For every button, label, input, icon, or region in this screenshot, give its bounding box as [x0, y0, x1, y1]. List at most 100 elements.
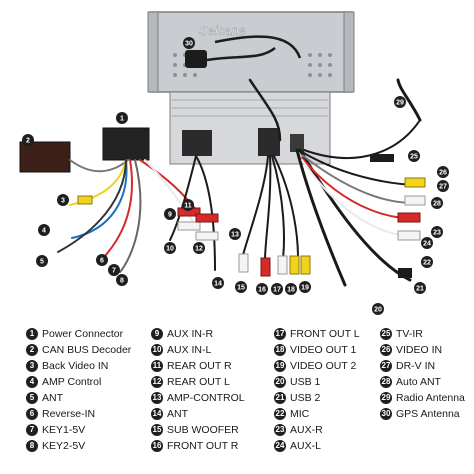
legend-number: 11: [151, 359, 163, 372]
callout-25: 25: [408, 150, 420, 162]
svg-text:5: 5: [40, 259, 44, 266]
legend-number: 14: [151, 407, 163, 420]
callout-13: 13: [229, 228, 241, 240]
callout-12: 12: [193, 242, 205, 254]
svg-text:6: 6: [100, 258, 104, 265]
legend-number: 10: [151, 343, 163, 356]
svg-text:18: 18: [287, 287, 295, 294]
legend-number: 16: [151, 439, 163, 452]
callout-27: 27: [437, 180, 449, 192]
callout-24: 24: [421, 237, 433, 249]
callout-markers: 1 2 3 4 5 6 7 8 9 10 11 12 13 14 15 16 1…: [22, 37, 449, 315]
legend-number: 29: [380, 391, 392, 404]
legend-item: 21 USB 2: [274, 390, 320, 405]
svg-text:4: 4: [42, 228, 46, 235]
legend-label: AUX IN-R: [167, 327, 214, 340]
legend-number: 12: [151, 375, 163, 388]
svg-text:24: 24: [423, 241, 431, 248]
legend-label: AMP Control: [42, 375, 102, 388]
callout-19: 19: [299, 281, 311, 293]
legend-number: 19: [274, 359, 286, 372]
callout-1: 1: [116, 112, 128, 124]
svg-text:2: 2: [26, 138, 30, 145]
legend-number: 2: [26, 343, 38, 356]
legend-number: 9: [151, 327, 163, 340]
legend-number: 3: [26, 359, 38, 372]
svg-text:16: 16: [258, 287, 266, 294]
callout-11: 11: [182, 199, 194, 211]
legend-number: 23: [274, 423, 286, 436]
legend-label: FRONT OUT L: [290, 327, 360, 340]
legend-label: Reverse-IN: [42, 407, 96, 420]
callout-4: 4: [38, 224, 50, 236]
legend-number: 28: [380, 375, 392, 388]
head-unit: Seicane: [147, 11, 355, 165]
legend-label: GPS Antenna: [396, 407, 460, 420]
svg-text:20: 20: [374, 307, 382, 314]
svg-text:25: 25: [410, 154, 418, 161]
legend-label: CAN BUS Decoder: [42, 343, 132, 356]
svg-text:21: 21: [416, 286, 424, 293]
callout-16: 16: [256, 283, 268, 295]
callout-10: 10: [164, 242, 176, 254]
legend-item: 7 KEY1-5V: [26, 422, 85, 437]
callout-15: 15: [235, 281, 247, 293]
legend-number: 8: [26, 439, 38, 452]
legend-number: 5: [26, 391, 38, 404]
callout-30: 30: [183, 37, 195, 49]
legend-label: VIDEO OUT 2: [290, 359, 357, 372]
power-connector: [102, 127, 150, 161]
legend-label: USB 2: [290, 391, 321, 404]
svg-text:7: 7: [112, 268, 116, 275]
legend-item: 30 GPS Antenna: [380, 406, 460, 421]
callout-8: 8: [116, 274, 128, 286]
legend-label: KEY2-5V: [42, 439, 86, 452]
legend-label: KEY1-5V: [42, 423, 86, 436]
legend-number: 30: [380, 407, 392, 420]
legend-item: 5 ANT: [26, 390, 63, 405]
legend-label: VIDEO IN: [396, 343, 443, 356]
gps-antenna-puck: [185, 35, 302, 68]
legend-item: 14 ANT: [151, 406, 188, 421]
svg-text:10: 10: [166, 246, 174, 253]
legend-label: REAR OUT L: [167, 375, 230, 388]
svg-text:26: 26: [439, 170, 447, 177]
legend-number: 21: [274, 391, 286, 404]
legend-label: ANT: [42, 391, 63, 404]
svg-text:3: 3: [61, 198, 65, 205]
svg-text:9: 9: [168, 212, 172, 219]
legend-number: 20: [274, 375, 286, 388]
svg-text:22: 22: [423, 260, 431, 267]
svg-text:19: 19: [301, 285, 309, 292]
callout-3: 3: [57, 194, 69, 206]
svg-text:14: 14: [214, 281, 222, 288]
legend-label: SUB WOOFER: [167, 423, 239, 436]
rca-plugs: [77, 154, 426, 278]
legend-number: 18: [274, 343, 286, 356]
svg-text:29: 29: [396, 100, 404, 107]
legend-number: 7: [26, 423, 38, 436]
legend-label: ANT: [167, 407, 188, 420]
wiring-diagram: Seicane: [19, 11, 449, 315]
legend-label: TV-IR: [396, 327, 423, 340]
callout-21: 21: [414, 282, 426, 294]
svg-text:27: 27: [439, 184, 447, 191]
callout-20: 20: [372, 303, 384, 315]
legend-label: AMP-CONTROL: [167, 391, 245, 404]
legend-number: 24: [274, 439, 286, 452]
svg-text:28: 28: [433, 201, 441, 208]
legend-label: AUX-L: [290, 439, 321, 452]
callout-17: 17: [271, 283, 283, 295]
callout-2: 2: [22, 134, 34, 146]
svg-text:23: 23: [433, 230, 441, 237]
